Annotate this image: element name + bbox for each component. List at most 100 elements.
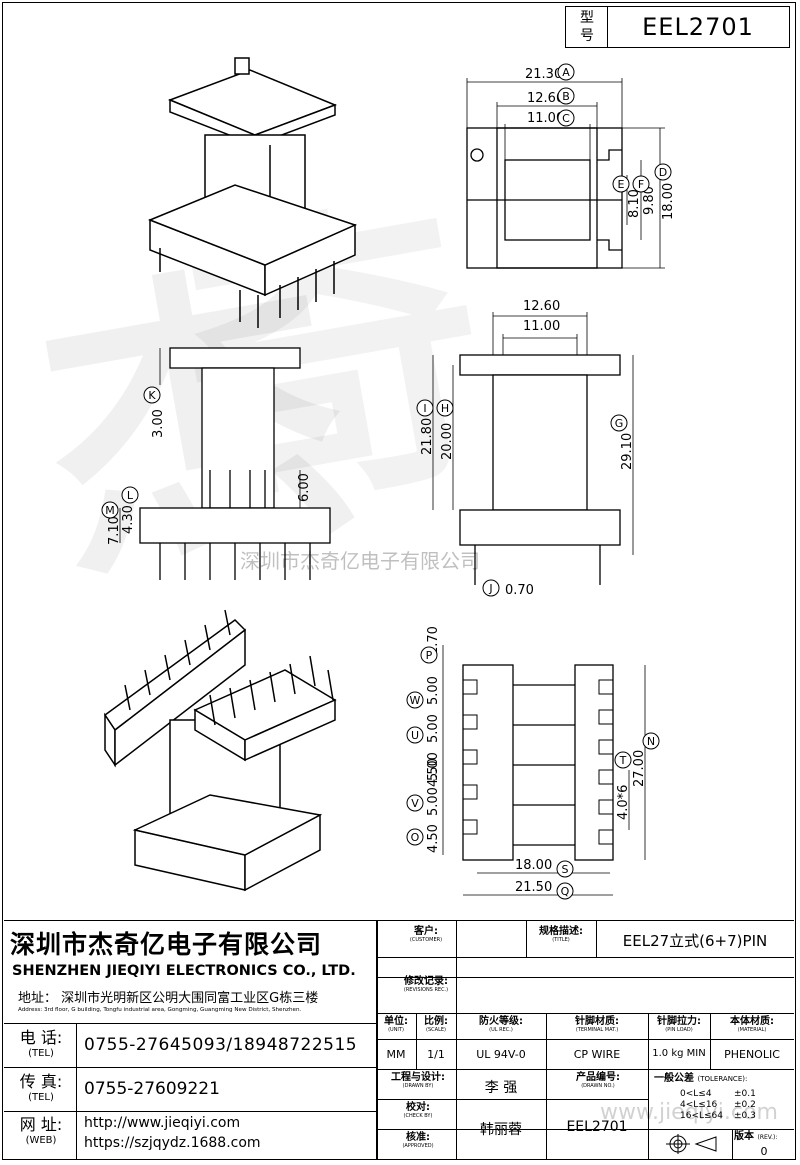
dim-29-10: 29.10 [620, 433, 635, 470]
dim-21-30: 21.30 [525, 67, 562, 82]
marker-h: H [441, 402, 449, 415]
material-value: PHENOLIC [724, 1048, 780, 1061]
marker-l: L [127, 489, 134, 502]
dim-5-00-c: 5.00 [426, 752, 441, 781]
marker-w: W [410, 694, 421, 707]
dim-11-00-side: 11.00 [523, 319, 560, 334]
unit-value: MM [386, 1048, 406, 1061]
dim-0-70: 0.70 [505, 583, 534, 598]
marker-v: V [411, 797, 419, 810]
dim-5-00-d: 5.00 [426, 787, 441, 816]
top-view: 21.30 12.60 11.00 18.00 9.80 8.10 A B C … [466, 63, 675, 269]
site-watermark: www.jieqiyi.com [600, 1100, 778, 1125]
marker-b: B [562, 90, 570, 103]
scale-value: 1/1 [427, 1048, 445, 1061]
marker-k: K [148, 389, 156, 402]
dim-12-60: 12.60 [527, 91, 564, 106]
check-label: 校对:(CHECK BY) [403, 1102, 433, 1120]
dim-4-50-b: 4.50 [426, 824, 441, 853]
dim-8-10: 8.10 [627, 189, 642, 218]
tolerance-label: 一般公差 (TOLERANCE): [654, 1073, 748, 1084]
dim-4-30: 4.30 [121, 505, 136, 534]
dim-11-00: 11.00 [527, 111, 564, 126]
marker-j: J [488, 582, 492, 595]
fax-label: 传 真:(TEL) [19, 1072, 63, 1104]
marker-c: C [562, 112, 570, 125]
dim-4-50-a: 4.50 [426, 758, 441, 787]
drawing-no-label: 产品编号:(DRAWN NO.) [576, 1072, 620, 1090]
drawing-no-value: EEL2701 [566, 1119, 628, 1135]
fax-value: 0755-27609221 [84, 1079, 220, 1099]
isometric-view-bottom [103, 609, 337, 892]
marker-i: I [423, 402, 426, 415]
dim-18-00: 18.00 [661, 183, 675, 220]
projection-symbol-icon [666, 1134, 717, 1154]
marker-m: M [105, 504, 115, 517]
rev-value: 0 [760, 1145, 768, 1158]
marker-s: S [562, 863, 569, 876]
dim-27-00: 27.00 [632, 750, 647, 787]
model-header: 型 号 EEL2701 [565, 6, 790, 48]
marker-q: Q [561, 885, 570, 898]
title-block: 深圳市杰奇亿电子有限公司 SHENZHEN JIEQIYI ELECTRONIC… [4, 920, 794, 1159]
dim-9-80: 9.80 [642, 186, 657, 215]
ul-label: 防火等级:(UL REC.) [479, 1016, 523, 1034]
dim-3-00: 3.00 [151, 409, 166, 438]
bottom-view: 1.70 5.00 5.00 5.00 5.00 4.50 4.50 27.00… [406, 626, 660, 900]
approved-label: 核准:(APPROVED) [402, 1132, 434, 1150]
dim-18-00: 18.00 [515, 858, 552, 873]
pinload-value: 1.0 kg MIN [652, 1048, 706, 1059]
dim-4-0x6: 4.0*6 [616, 785, 631, 820]
marker-t: T [619, 754, 627, 767]
dim-6-00: 6.00 [297, 473, 312, 502]
tolerance-table: 0<L≤4±0.1 4<L≤16±0.2 16<L≤64±0.3 [680, 1089, 756, 1121]
dim-21-80: 21.80 [420, 418, 435, 455]
marker-a: A [562, 66, 570, 79]
dim-12-60-side: 12.60 [523, 299, 560, 314]
revision-label: 修改记录:(REVISIONS REC.) [403, 976, 449, 994]
title-value: EEL27立式(6+7)PIN [622, 932, 768, 950]
terminal-label: 针脚材质:(TERMINAL MAT.) [575, 1016, 619, 1034]
tel-value: 0755-27645093/18948722515 [84, 1035, 358, 1055]
drawn-value: 李 强 [484, 1080, 518, 1096]
scale-label: 比例:(SCALE) [424, 1016, 448, 1034]
front-view: 3.00 6.00 4.30 7.10 K L M [101, 347, 331, 580]
company-name-en: SHENZHEN JIEQIYI ELECTRONICS CO., LTD. [12, 963, 356, 979]
title-label: 规格描述:(TITLE) [539, 926, 583, 944]
marker-d: D [659, 166, 667, 179]
marker-e: E [618, 178, 625, 191]
web-link-2[interactable]: https://szjqydz.1688.com [84, 1135, 261, 1151]
dim-21-50: 21.50 [515, 880, 552, 895]
terminal-value: CP WIRE [573, 1048, 621, 1061]
dim-5-00-a: 5.00 [426, 676, 441, 705]
side-view: 12.60 11.00 21.80 20.00 29.10 0.70 I H G… [416, 299, 635, 598]
pinload-label: 针脚拉力:(PIN LOAD) [657, 1016, 701, 1034]
marker-n: N [647, 735, 655, 748]
customer-label: 客户:(CUSTOMER) [409, 926, 443, 944]
drawn-label: 工程与设计:(DRAWN BY) [391, 1072, 445, 1090]
marker-f: F [638, 178, 644, 191]
company-address-cn: 地址： 深圳市光明新区公明大围同富工业区G栋三楼 [18, 991, 319, 1006]
rev-label: 版本 (REV.): [734, 1131, 778, 1142]
marker-g: G [615, 417, 624, 430]
model-label: 型 号 [580, 10, 594, 44]
marker-o: O [411, 831, 420, 844]
company-name-cn: 深圳市杰奇亿电子有限公司 [10, 930, 323, 959]
isometric-view-top [147, 57, 358, 328]
dim-5-00-b: 5.00 [426, 714, 441, 743]
company-address-en: Address: 3rd floor, G building, Tongfu i… [18, 1007, 302, 1013]
marker-u: U [411, 729, 419, 742]
dim-20-00: 20.00 [440, 423, 455, 460]
marker-p: P [426, 649, 433, 662]
web-label: 网 址:(WEB) [19, 1115, 63, 1147]
tel-label: 电 话:(TEL) [19, 1028, 63, 1060]
material-label: 本体材质:(MATERIAL) [730, 1016, 774, 1034]
web-link-1[interactable]: http://www.jieqiyi.com [84, 1115, 241, 1131]
dim-7-10: 7.10 [107, 516, 122, 545]
approved-value: 韩丽蓉 [480, 1122, 522, 1138]
ul-value: UL 94V-0 [476, 1048, 526, 1061]
company-watermark: 深圳市杰奇亿电子有限公司 [240, 549, 480, 573]
unit-label: 单位:(UNIT) [384, 1016, 408, 1034]
model-number: EEL2701 [642, 13, 754, 41]
